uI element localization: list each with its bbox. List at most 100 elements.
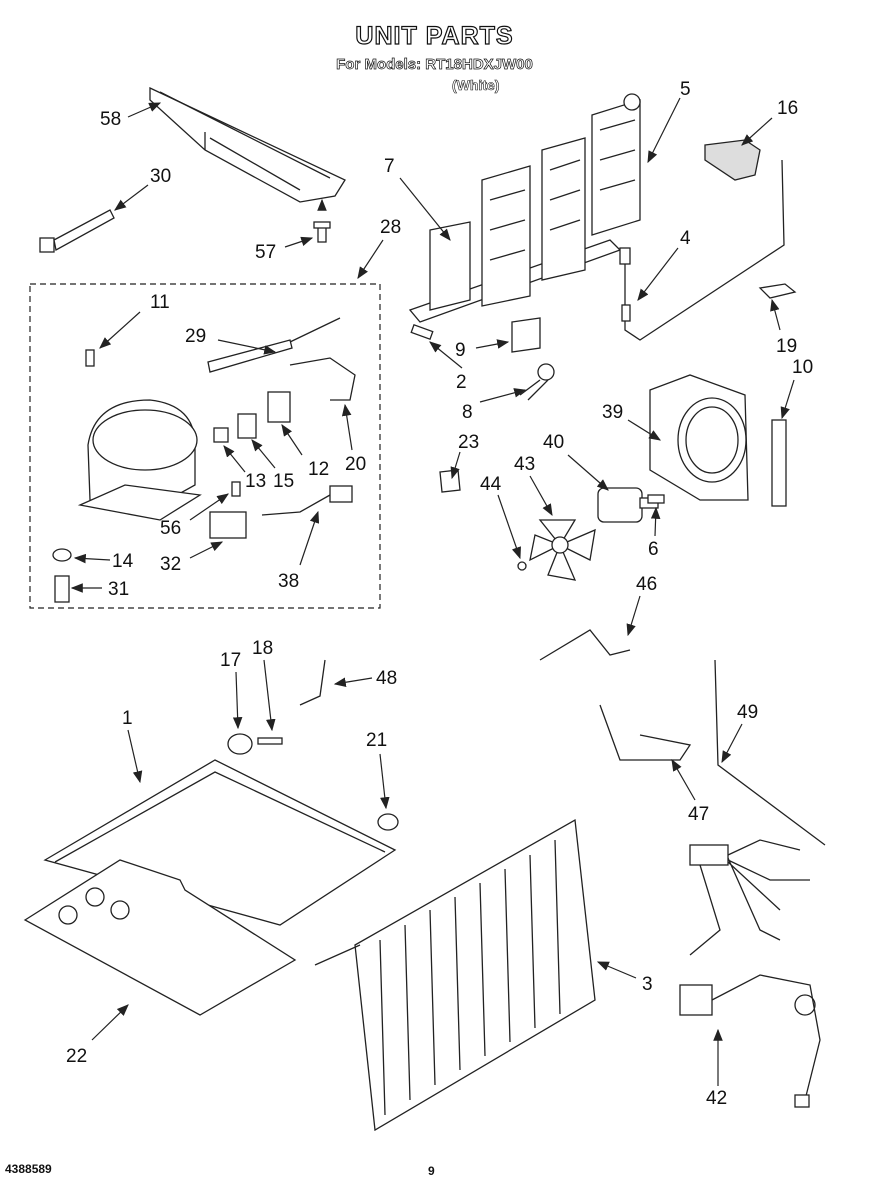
part-16-cover <box>704 139 761 181</box>
part-19-clip <box>758 283 797 299</box>
part-48-tube <box>299 659 326 706</box>
callout-19: 19 <box>776 336 797 357</box>
callout-14: 14 <box>112 551 134 572</box>
callout-13: 13 <box>245 471 266 492</box>
part-46-tube <box>539 629 631 661</box>
callout-8: 8 <box>462 402 473 423</box>
part-13-terminal <box>213 427 229 443</box>
leader-32 <box>189 541 224 559</box>
leader-48 <box>333 677 373 688</box>
leader-15 <box>251 439 276 469</box>
callout-57: 57 <box>255 242 276 263</box>
part-8-sensor <box>519 363 555 401</box>
leader-49 <box>721 723 743 764</box>
callout-12: 12 <box>308 459 329 480</box>
leader-39 <box>627 419 662 441</box>
callout-42: 42 <box>706 1088 727 1109</box>
leader-8 <box>479 388 527 403</box>
leader-28 <box>357 239 384 280</box>
part-58-drain-trough <box>149 86 346 203</box>
page-title: UNIT PARTS <box>355 21 514 50</box>
part-6-screw <box>647 494 665 504</box>
leader-56 <box>189 493 229 521</box>
part-14-grommet <box>52 548 72 562</box>
leader-7 <box>399 177 451 241</box>
callout-23: 23 <box>458 432 479 453</box>
callout-11: 11 <box>150 292 170 313</box>
part-29-tube <box>289 317 341 343</box>
part-4-connector <box>619 247 631 265</box>
part-38-harness <box>261 494 331 516</box>
part-17-grommet <box>227 733 253 755</box>
compressor-group-box <box>29 283 381 609</box>
part-43-fan-blade <box>529 519 596 581</box>
part-47-tube <box>599 704 692 761</box>
callout-58: 58 <box>100 109 121 130</box>
leader-19 <box>770 298 781 331</box>
callout-39: 39 <box>602 402 623 423</box>
callout-6: 6 <box>648 539 659 560</box>
leader-46 <box>626 595 641 637</box>
part-39-fan-shroud <box>649 374 749 501</box>
callout-17: 17 <box>220 650 241 671</box>
callout-5: 5 <box>680 79 691 100</box>
leader-2 <box>429 341 463 369</box>
leader-17 <box>232 671 243 730</box>
part-11-screw <box>85 349 95 367</box>
part-29-drier <box>207 339 293 373</box>
part-23-clip <box>439 469 461 493</box>
leader-57 <box>284 236 314 248</box>
callout-47: 47 <box>688 804 709 825</box>
leader-3 <box>596 961 637 979</box>
callout-40: 40 <box>543 432 564 453</box>
part-15-overload <box>237 413 257 439</box>
callout-43: 43 <box>514 454 535 475</box>
part-40-fan-motor <box>597 487 659 523</box>
part-10-gasket-strip <box>771 419 787 507</box>
leader-12 <box>281 424 303 456</box>
callout-7: 7 <box>384 156 395 177</box>
part-32-capacitor <box>209 511 247 539</box>
part-4-thermostat-tube <box>624 159 785 341</box>
part-compressor <box>77 399 202 521</box>
leader-4 <box>637 247 679 301</box>
callout-4: 4 <box>680 228 691 249</box>
part-2-screw <box>410 323 434 341</box>
callout-22: 22 <box>66 1046 87 1067</box>
part-49-tube <box>714 659 826 846</box>
callout-48: 48 <box>376 668 397 689</box>
leader-44 <box>497 494 521 560</box>
callout-38: 38 <box>278 571 299 592</box>
callout-56: 56 <box>160 518 181 539</box>
leader-9 <box>475 339 510 349</box>
callout-10: 10 <box>792 357 813 378</box>
model-subtitle: For Models: RT18HDXJW00 <box>336 56 533 74</box>
part-38-plug <box>329 485 353 503</box>
callout-46: 46 <box>636 574 657 595</box>
leader-5 <box>647 97 681 164</box>
leader-23 <box>450 451 461 480</box>
callout-32: 32 <box>160 554 181 575</box>
part-30-sensor <box>39 209 115 253</box>
callout-29: 29 <box>185 326 206 347</box>
callout-49: 49 <box>737 702 758 723</box>
callout-3: 3 <box>642 974 653 995</box>
callout-18: 18 <box>252 638 273 659</box>
part-7-5-evaporator <box>408 93 641 323</box>
leader-22 <box>91 1004 129 1041</box>
part-42-wire-harness <box>679 839 821 1108</box>
leader-43 <box>529 475 553 517</box>
leader-47 <box>671 758 696 801</box>
part-57-screw <box>313 221 331 243</box>
callout-28: 28 <box>380 217 401 238</box>
leader-1 <box>127 729 143 784</box>
leader-18 <box>263 659 276 732</box>
callout-9: 9 <box>455 340 466 361</box>
callout-21: 21 <box>366 730 387 751</box>
callout-2: 2 <box>456 372 467 393</box>
callout-1: 1 <box>122 708 133 729</box>
part-22-insulation-panel <box>23 859 297 1016</box>
leader-14 <box>73 553 111 564</box>
part-12-relay <box>267 391 291 423</box>
leader-40 <box>567 454 609 491</box>
